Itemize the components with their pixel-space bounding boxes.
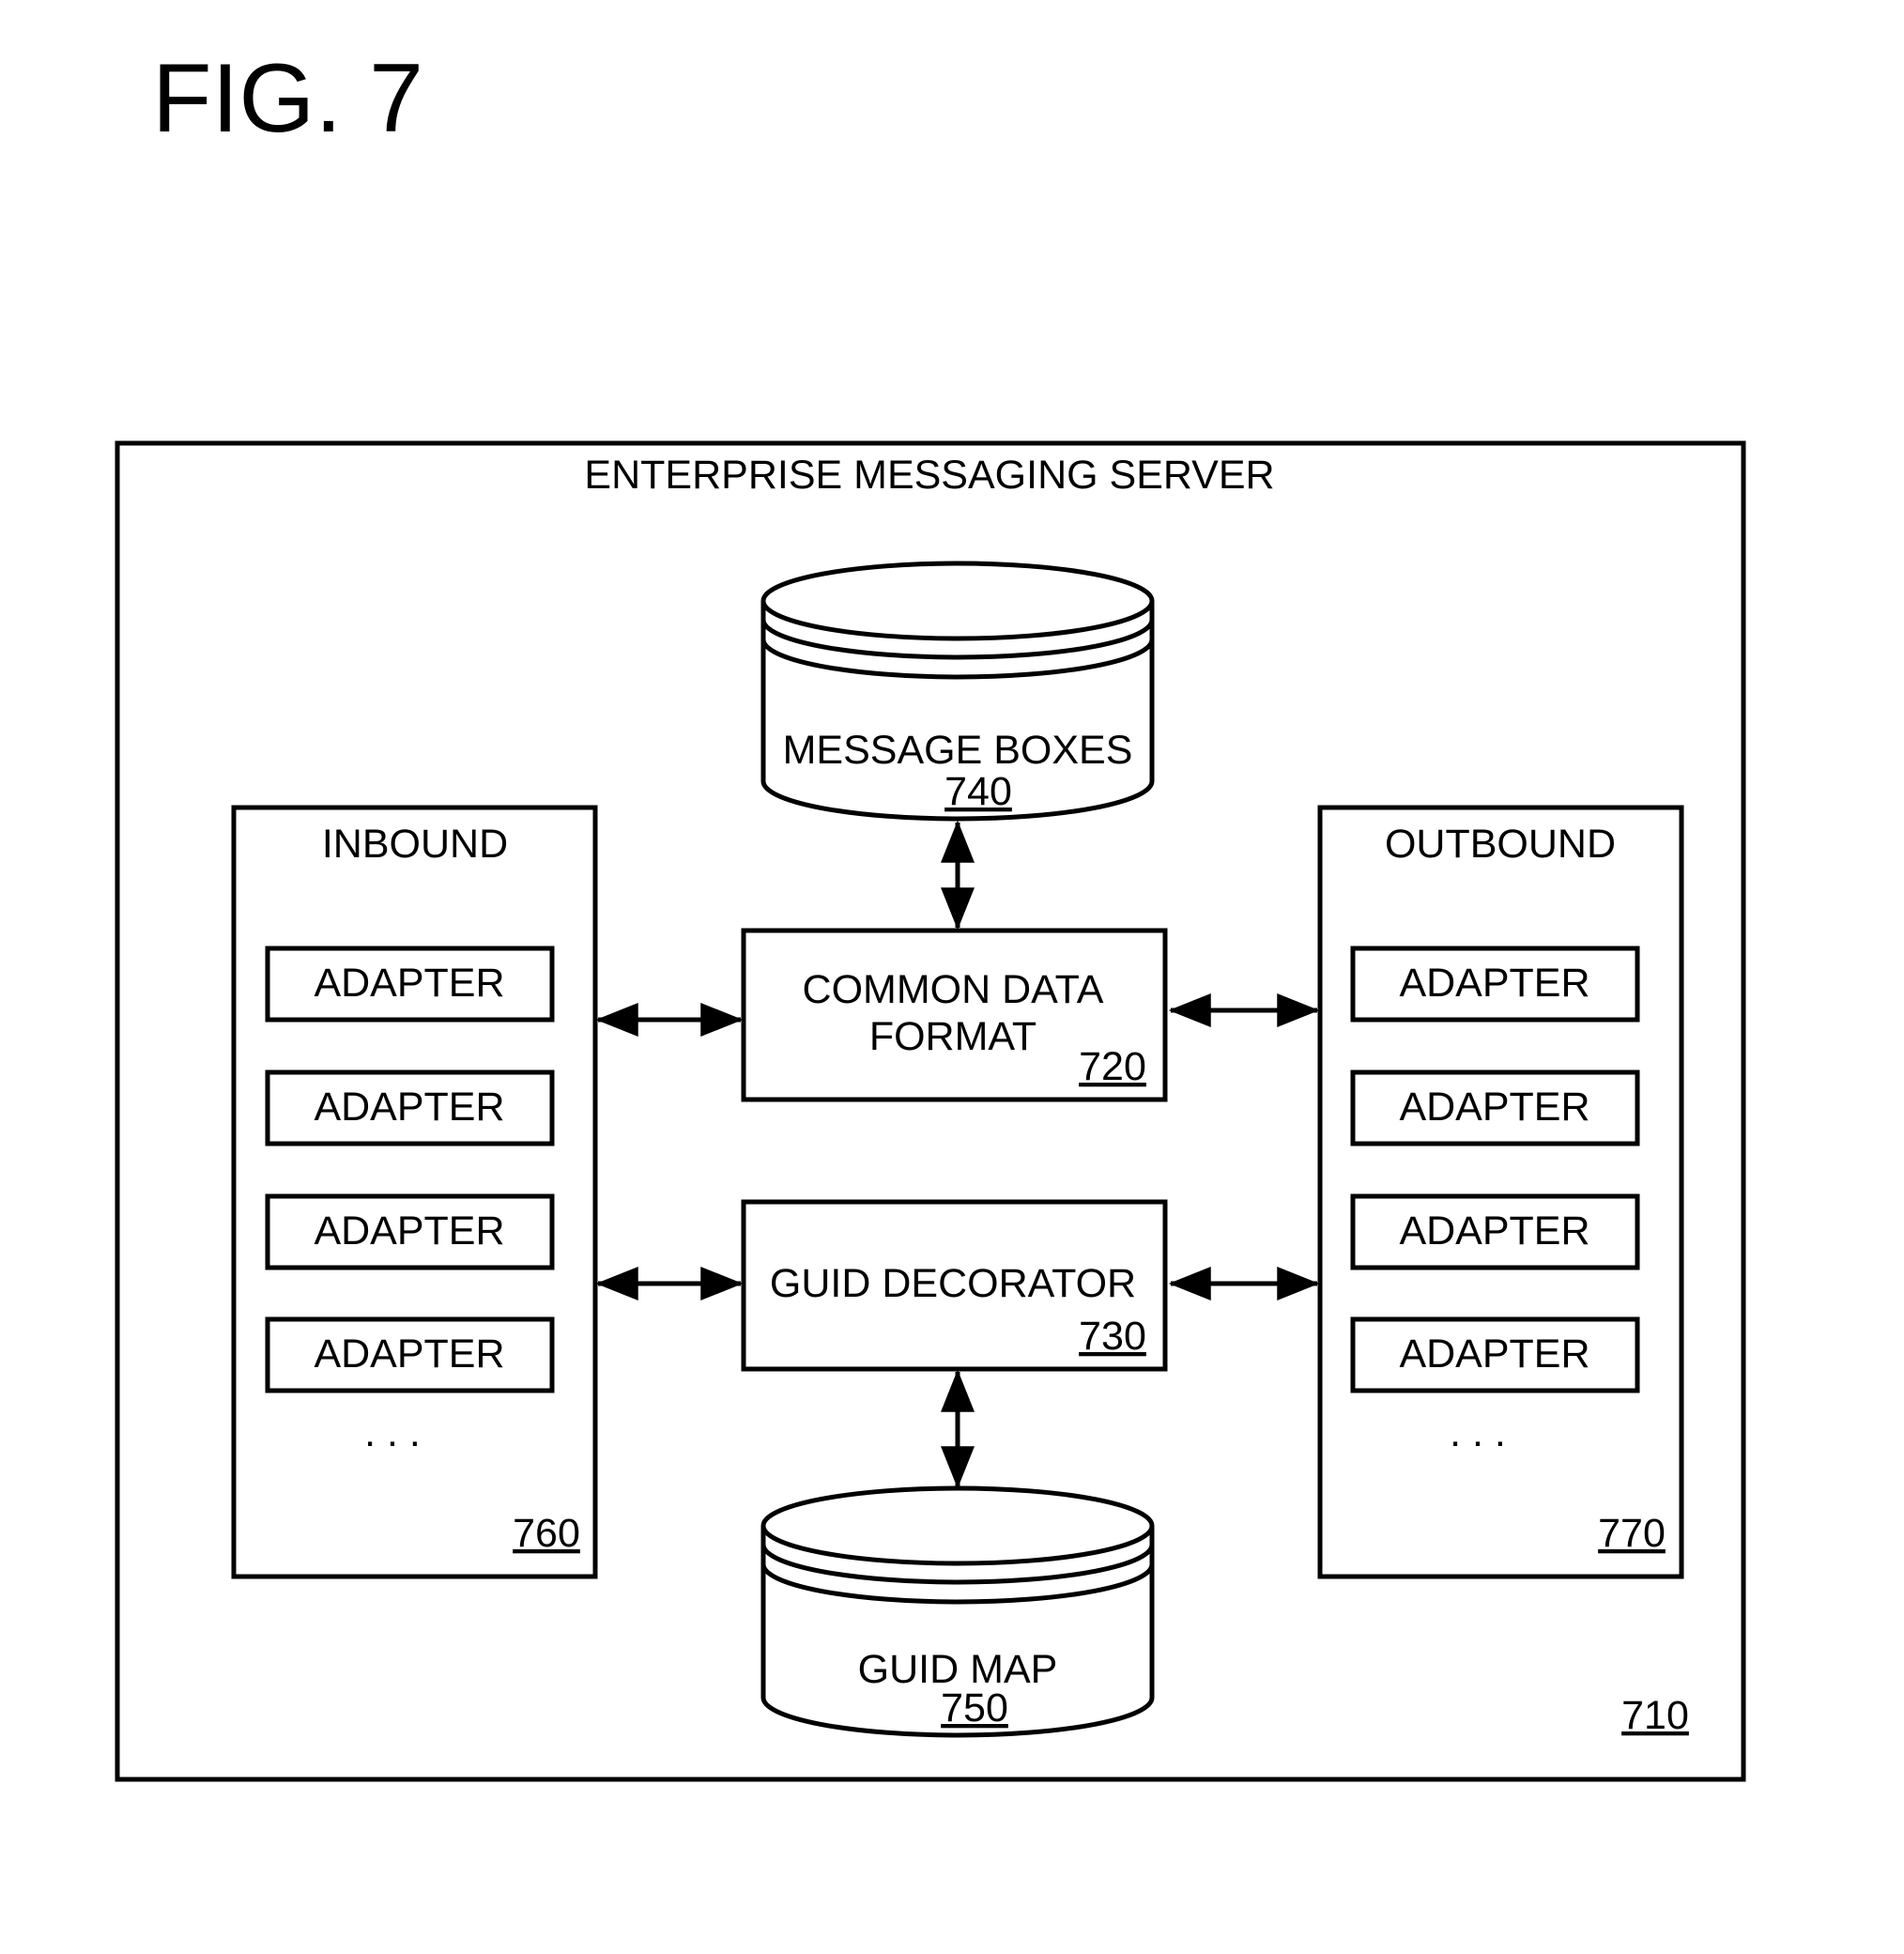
common-data-format-line2: FORMAT <box>869 1014 1036 1059</box>
inbound-adapter-label: ADAPTER <box>314 961 504 1006</box>
guid-decorator-ref: 730 <box>1079 1314 1146 1359</box>
inbound-adapter-3: ADAPTER <box>268 1196 552 1268</box>
guid-map-ref: 750 <box>941 1685 1008 1731</box>
inbound-title: INBOUND <box>322 822 508 867</box>
outbound-adapter-label: ADAPTER <box>1399 961 1589 1006</box>
outbound-adapter-label: ADAPTER <box>1399 1331 1589 1377</box>
message-boxes-ref: 740 <box>944 769 1012 814</box>
message-boxes-label: MESSAGE BOXES <box>783 728 1133 773</box>
outbound-adapter-1: ADAPTER <box>1353 948 1637 1020</box>
outbound-adapter-2: ADAPTER <box>1353 1072 1637 1144</box>
outbound-ellipsis: . . . <box>1450 1410 1506 1455</box>
outbound-title: OUTBOUND <box>1385 822 1616 867</box>
outbound-adapter-label: ADAPTER <box>1399 1085 1589 1130</box>
server-title: ENTERPRISE MESSAGING SERVER <box>584 453 1274 498</box>
figure-label: FIG. 7 <box>152 44 423 153</box>
guid-decorator-label: GUID DECORATOR <box>770 1261 1136 1306</box>
inbound-adapter-4: ADAPTER <box>268 1319 552 1391</box>
outbound-adapter-label: ADAPTER <box>1399 1208 1589 1254</box>
common-data-format-line1: COMMON DATA <box>803 967 1104 1012</box>
outbound-adapter-3: ADAPTER <box>1353 1196 1637 1268</box>
common-data-format-ref: 720 <box>1079 1044 1146 1089</box>
inbound-adapter-label: ADAPTER <box>314 1208 504 1254</box>
outbound-group-box <box>1320 808 1681 1577</box>
outbound-ref: 770 <box>1598 1511 1666 1556</box>
inbound-group-box <box>234 808 595 1577</box>
inbound-adapter-label: ADAPTER <box>314 1085 504 1130</box>
inbound-adapter-2: ADAPTER <box>268 1072 552 1144</box>
outbound-adapter-4: ADAPTER <box>1353 1319 1637 1391</box>
inbound-ellipsis: . . . <box>364 1410 421 1455</box>
inbound-adapter-1: ADAPTER <box>268 948 552 1020</box>
inbound-ref: 760 <box>513 1511 580 1556</box>
server-ref: 710 <box>1621 1693 1689 1738</box>
inbound-adapter-label: ADAPTER <box>314 1331 504 1377</box>
